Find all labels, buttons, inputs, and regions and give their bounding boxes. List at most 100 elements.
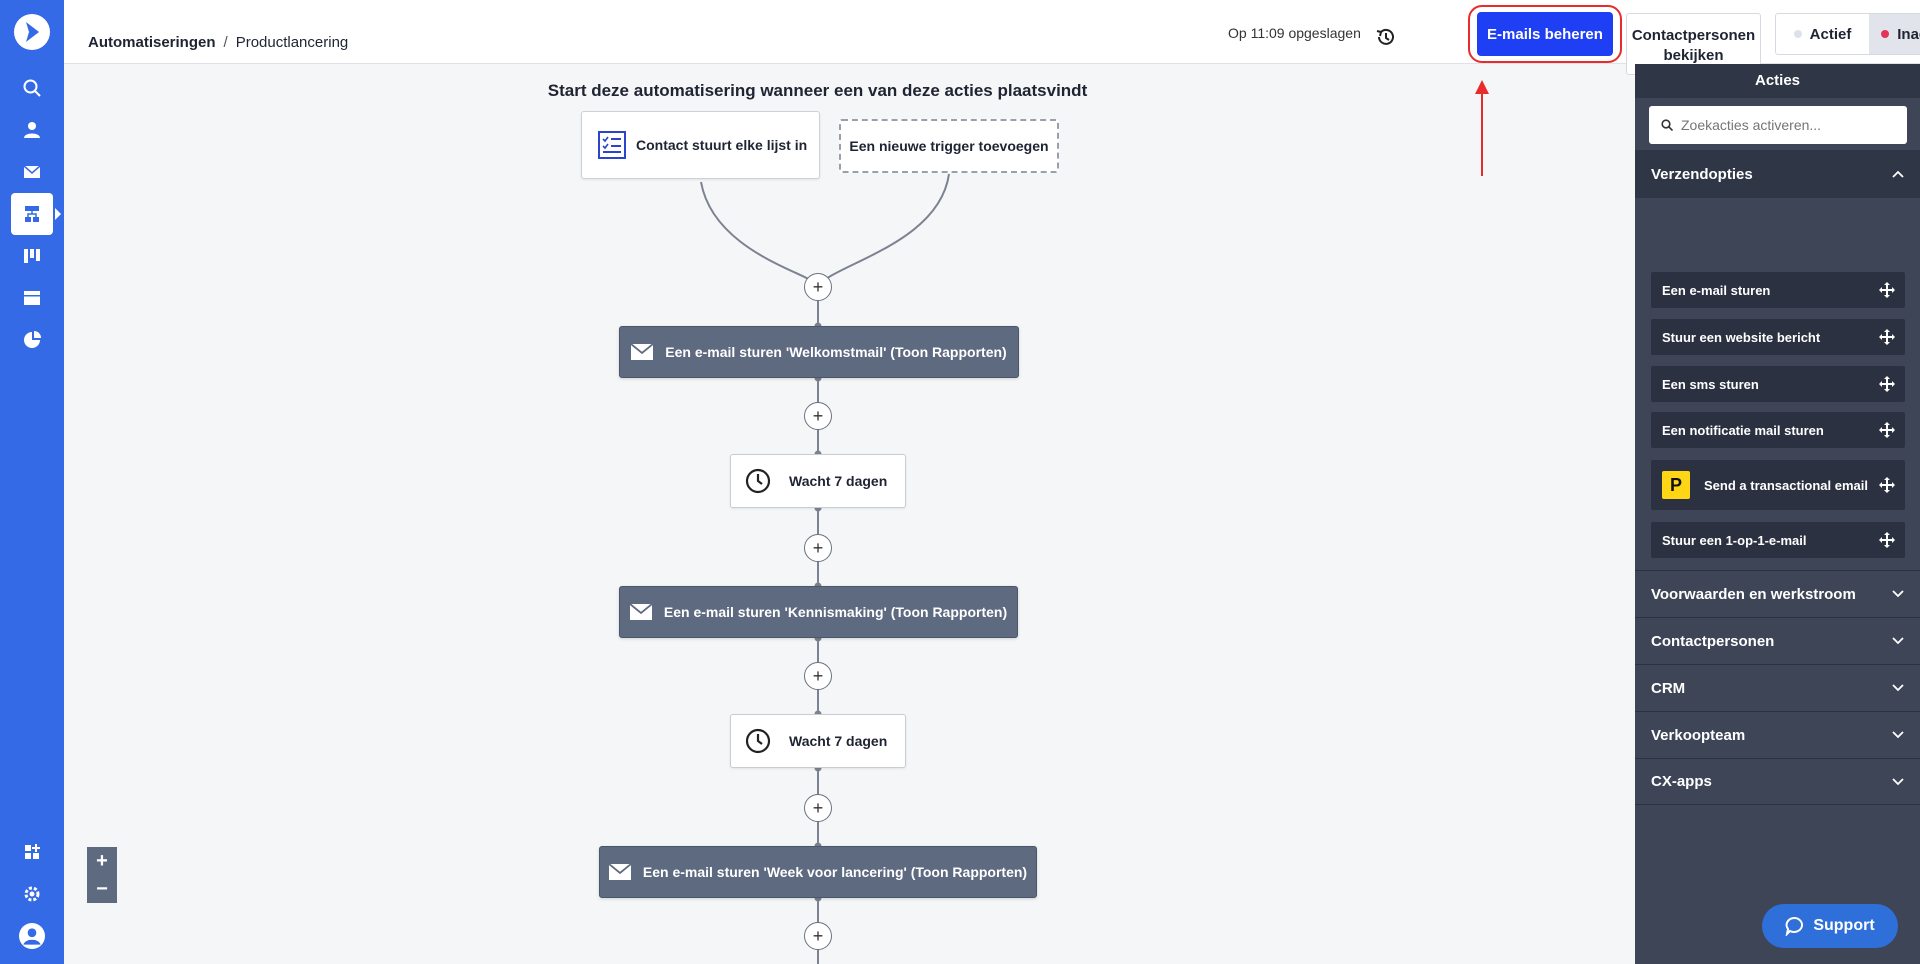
wait-step[interactable]: Wacht 7 dagen [730,454,906,508]
email-step-label: Een e-mail sturen 'Welkomstmail' (Toon R… [665,344,1007,360]
active-dot-icon [1793,30,1802,38]
drag-move-icon[interactable] [1879,477,1895,493]
add-step-button[interactable]: + [804,662,832,690]
avatar-icon [19,923,45,949]
actions-search [1649,106,1907,144]
actions-search-input[interactable] [1681,117,1891,133]
nav-profile[interactable] [11,915,53,957]
section-label: CRM [1651,679,1686,697]
section-sales-team[interactable]: Verkoopteam [1635,711,1920,758]
status-inactive-label: Inactief [1897,25,1920,43]
history-icon[interactable] [1374,26,1396,48]
manage-emails-button[interactable]: E-mails beheren [1477,12,1613,56]
support-button[interactable]: Support [1762,904,1898,948]
action-send-transactional-email[interactable]: P Send a transactional email [1651,460,1905,510]
status-active-option[interactable]: Actief [1776,14,1869,54]
status-inactive-option[interactable]: Inactief [1869,14,1920,54]
status-toggle: Actief Inactief [1775,13,1920,55]
zoom-in-button[interactable]: + [87,847,117,875]
automations-icon [25,206,39,222]
postmark-logo-icon: P [1662,471,1690,499]
nav-deals[interactable] [11,235,53,277]
actions-panel: Acties Verzendopties Een e-mail sturen S… [1635,64,1920,964]
website-icon [24,291,40,305]
section-send-options-label: Verzendopties [1651,165,1753,183]
add-step-button[interactable]: + [804,794,832,822]
mail-icon [631,344,654,360]
section-cx-apps[interactable]: CX-apps [1635,758,1920,805]
action-label: Send a transactional email [1704,477,1869,493]
drag-move-icon[interactable] [1879,329,1895,345]
section-send-options[interactable]: Verzendopties [1635,150,1920,198]
search-icon [23,79,41,97]
drag-move-icon[interactable] [1879,422,1895,438]
zoom-out-button[interactable]: − [87,875,117,903]
view-contacts-line2: bekijken [1663,47,1724,64]
section-contacts[interactable]: Contactpersonen [1635,617,1920,664]
section-label: Voorwaarden en werkstroom [1651,585,1856,603]
email-step[interactable]: Een e-mail sturen 'Welkomstmail' (Toon R… [619,326,1019,378]
add-trigger-button[interactable]: Een nieuwe trigger toevoegen [839,119,1059,173]
action-label: Een e-mail sturen [1662,282,1771,298]
nav-automations[interactable] [11,193,61,235]
wait-step[interactable]: Wacht 7 dagen [730,714,906,768]
chevron-up-icon [1892,170,1904,178]
checklist-icon [598,131,626,159]
add-step-button[interactable]: + [804,534,832,562]
nav-website[interactable] [11,277,53,319]
drag-move-icon[interactable] [1879,376,1895,392]
clock-icon [745,728,771,754]
inactive-dot-icon [1881,30,1890,38]
add-step-button[interactable]: + [804,922,832,950]
action-send-email[interactable]: Een e-mail sturen [1651,272,1905,308]
mail-icon [608,864,631,880]
nav-search[interactable] [11,67,53,109]
add-trigger-label: Een nieuwe trigger toevoegen [849,138,1049,154]
drag-move-icon[interactable] [1879,282,1895,298]
action-send-website-message[interactable]: Stuur een website bericht [1651,319,1905,355]
top-header: Automatiseringen / Productlancering Op 1… [64,0,1920,75]
annotation-arrow-icon [1475,80,1489,176]
section-conditions-workflow[interactable]: Voorwaarden en werkstroom [1635,570,1920,617]
mail-icon [23,165,41,178]
wait-step-label: Wacht 7 dagen [789,473,888,489]
trigger-list-submit[interactable]: Contact stuurt elke lijst in [581,111,820,179]
add-step-button[interactable]: + [804,402,832,430]
clock-icon [745,468,771,494]
gear-icon [24,886,40,902]
email-step-label: Een e-mail sturen 'Week voor lancering' … [642,864,1028,880]
action-send-sms[interactable]: Een sms sturen [1651,366,1905,402]
action-label: Een notificatie mail sturen [1662,422,1824,438]
annotation-highlight-ring [1468,5,1622,63]
nav-reports[interactable] [11,319,53,361]
logo-arrow-icon [26,22,39,42]
breadcrumb-automations-link[interactable]: Automatiseringen [88,34,216,51]
action-send-notification-mail[interactable]: Een notificatie mail sturen [1651,412,1905,448]
chevron-down-icon [1892,777,1904,785]
drag-move-icon[interactable] [1879,532,1895,548]
automation-canvas[interactable]: Start deze automatisering wanneer een va… [64,64,1635,964]
section-label: CX-apps [1651,773,1712,790]
action-send-one-to-one-email[interactable]: Stuur een 1-op-1-e-mail [1651,522,1905,558]
reports-icon [24,331,41,348]
search-icon [1661,119,1673,131]
chevron-down-icon [1892,590,1904,598]
nav-campaigns[interactable] [11,151,53,193]
action-label: Stuur een website bericht [1662,329,1821,345]
section-crm[interactable]: CRM [1635,664,1920,711]
nav-apps[interactable] [11,831,53,873]
chat-bubble-icon [1785,917,1804,936]
nav-settings[interactable] [11,873,53,915]
nav-contacts[interactable] [11,109,53,151]
actions-panel-title: Acties [1635,64,1920,98]
status-active-label: Actief [1809,25,1852,43]
email-step[interactable]: Een e-mail sturen 'Kennismaking' (Toon R… [619,586,1018,638]
saved-status-text: Op 11:09 opgeslagen [1228,25,1361,41]
view-contacts-line1: Contactpersonen [1631,27,1756,44]
add-step-button[interactable]: + [804,273,832,301]
chevron-down-icon [1892,684,1904,692]
email-step[interactable]: Een e-mail sturen 'Week voor lancering' … [599,846,1037,898]
wait-step-label: Wacht 7 dagen [789,733,888,749]
app-logo[interactable] [14,14,50,50]
trigger-label: Contact stuurt elke lijst in [636,137,808,153]
